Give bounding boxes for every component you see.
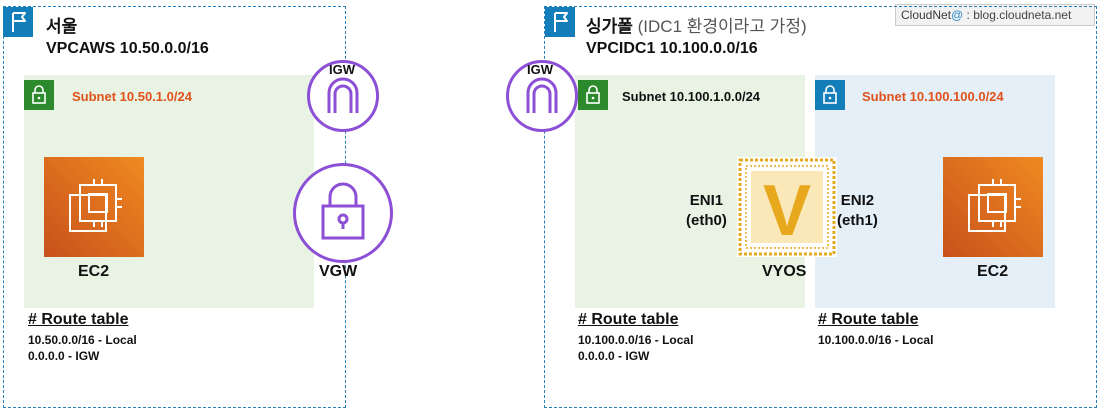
- route-table-title-seoul: # Route table: [28, 311, 129, 328]
- region-title-singapore: 싱가폴 (IDC1 환경이라고 가정): [586, 12, 807, 37]
- route-entry: 0.0.0.0 - IGW: [578, 349, 650, 363]
- watermark-at: @: [951, 8, 964, 22]
- subnet-label-singapore-left: Subnet 10.100.1.0.0/24: [622, 89, 761, 104]
- route-entry: 10.100.0.0/16 - Local: [818, 333, 934, 347]
- route-entry: 0.0.0.0 - IGW: [28, 349, 100, 363]
- ec2-icon: [44, 157, 144, 257]
- igw-label-singapore: IGW: [527, 62, 553, 77]
- route-entry: 10.50.0.0/16 - Local: [28, 333, 137, 347]
- eni2-label: ENI2 (eth1): [837, 191, 878, 231]
- watermark-brand: CloudNet: [901, 8, 952, 22]
- eni1-interface: (eth0): [686, 212, 727, 229]
- internet-gateway-icon: [506, 60, 578, 132]
- vpn-gateway-icon: [293, 163, 393, 263]
- region-name-singapore: 싱가폴: [586, 17, 633, 36]
- watermark: CloudNet@ : blog.cloudneta.net: [895, 4, 1095, 26]
- igw-label-seoul: IGW: [329, 62, 355, 77]
- region-flag-icon: [3, 7, 33, 37]
- region-note-singapore: (IDC1 환경이라고 가정): [632, 17, 807, 36]
- subnet-label-seoul: Subnet 10.50.1.0/24: [72, 89, 192, 104]
- ec2-label-seoul: EC2: [78, 263, 110, 280]
- region-flag-icon: [545, 7, 575, 37]
- region-singapore: [544, 6, 1097, 408]
- public-lock-icon: [815, 80, 845, 110]
- ec2-icon: [943, 157, 1043, 257]
- vgw-label-seoul: VGW: [319, 263, 358, 280]
- watermark-site: : blog.cloudneta.net: [963, 8, 1072, 22]
- route-table-title-singapore-right: # Route table: [818, 311, 919, 328]
- internet-gateway-icon: [307, 60, 379, 132]
- vyos-letter: V: [763, 171, 811, 251]
- subnet-label-singapore-right: Subnet 10.100.100.0/24: [862, 89, 1004, 104]
- private-lock-icon: [24, 80, 54, 110]
- vyos-router-icon: V: [737, 157, 837, 257]
- vpc-label-seoul: VPCAWS 10.50.0.0/16: [46, 40, 209, 57]
- region-title-seoul: 서울: [46, 17, 78, 36]
- vpc-label-singapore: VPCIDC1 10.100.0.0/16: [586, 40, 758, 57]
- private-lock-icon: [578, 80, 608, 110]
- eni2-interface: (eth1): [837, 212, 878, 229]
- eni2-name: ENI2: [840, 192, 875, 209]
- eni1-label: ENI1 (eth0): [686, 191, 727, 231]
- vyos-label: VYOS: [762, 263, 807, 280]
- eni1-name: ENI1: [689, 192, 724, 209]
- route-table-title-singapore-left: # Route table: [578, 311, 679, 328]
- route-entry: 10.100.0.0/16 - Local: [578, 333, 694, 347]
- ec2-label-singapore: EC2: [977, 263, 1009, 280]
